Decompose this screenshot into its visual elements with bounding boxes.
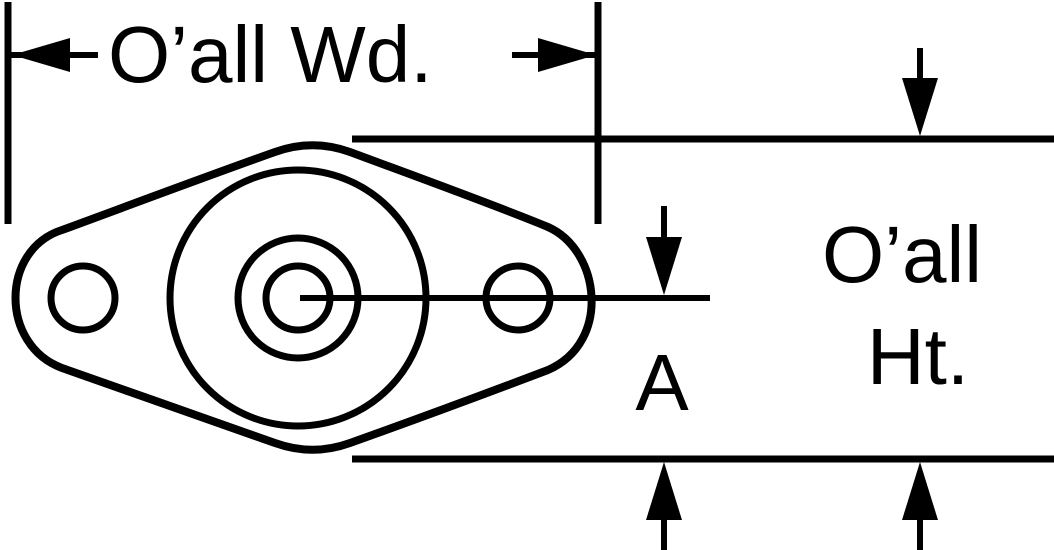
overall-height-label-line2: Ht. xyxy=(867,312,969,401)
width-arrow-left-icon xyxy=(12,38,70,72)
flange-outline xyxy=(11,141,596,454)
height-arrow-down-icon xyxy=(902,78,938,136)
width-arrow-right-icon xyxy=(538,38,596,72)
left-mounting-hole xyxy=(47,262,119,334)
a-arrow-up-icon xyxy=(646,462,682,520)
dimension-a-label: A xyxy=(635,338,689,427)
overall-width-label: O’all Wd. xyxy=(108,10,433,99)
height-arrow-up-icon xyxy=(902,462,938,520)
a-arrow-down-icon xyxy=(646,237,682,295)
overall-height-label-line1: O’all xyxy=(822,210,982,299)
